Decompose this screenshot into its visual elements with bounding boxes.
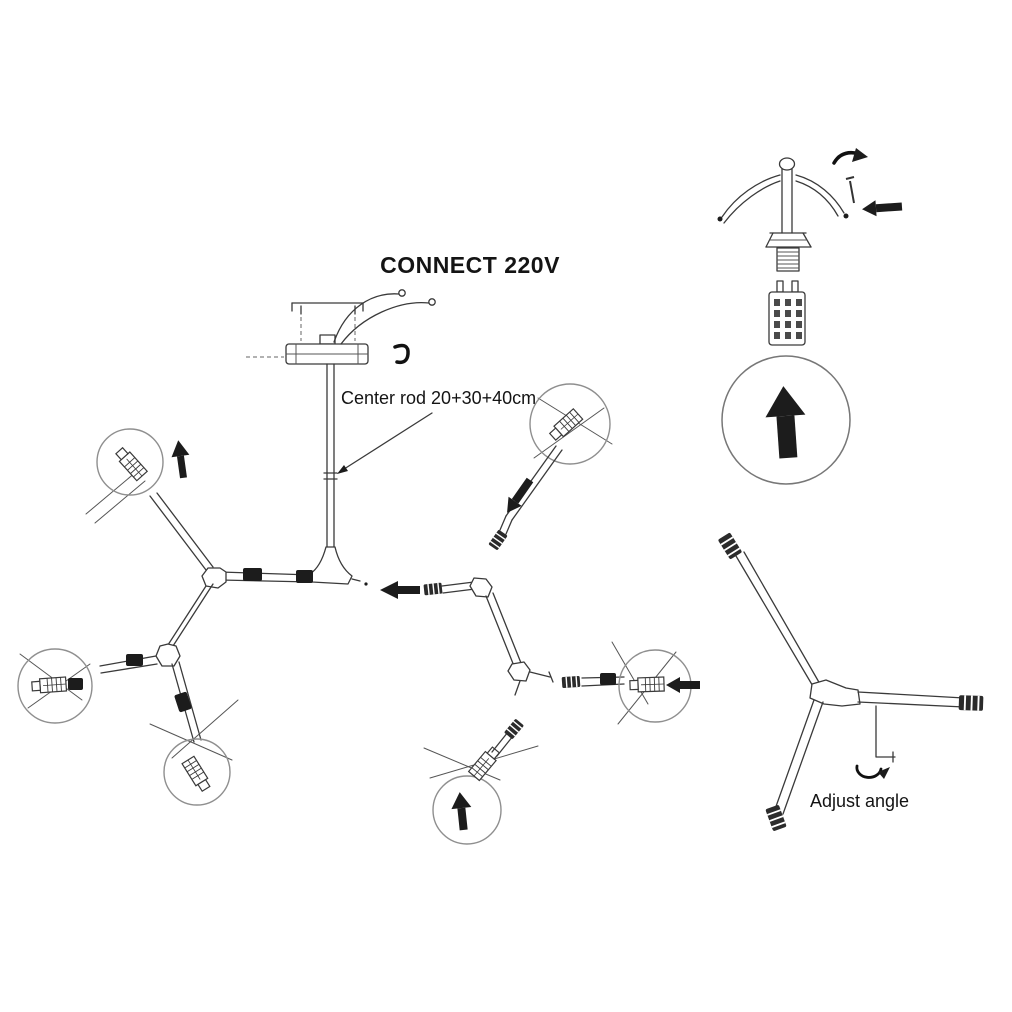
up-arrow-icon — [451, 792, 472, 831]
bulb-socket — [30, 676, 68, 694]
lower-knuckle — [155, 643, 181, 667]
bulb-detail-circle — [163, 738, 231, 806]
bottom-bulb-detail — [423, 717, 539, 845]
insert-arrow-icon — [507, 477, 534, 513]
adjust-angle-label: Adjust angle — [810, 791, 909, 811]
bulb-detail-circle — [529, 383, 611, 465]
magnified-up-arrow — [721, 355, 851, 485]
ceiling-canopy — [246, 289, 436, 365]
canopy-detail — [717, 148, 903, 272]
bulb-socket — [468, 744, 502, 782]
connector-sleeve — [296, 570, 313, 583]
terminal-grid — [774, 299, 802, 339]
center-rod-label-text: Center rod 20+30+40cm — [341, 388, 536, 408]
bulb-detail-circle — [17, 648, 93, 724]
bulb-socket — [629, 676, 665, 693]
pointer-arrowhead — [337, 465, 348, 474]
bulb-detail-circle — [96, 428, 164, 496]
power-wires — [333, 289, 436, 345]
branch-arm-detail: Adjust angle — [716, 531, 985, 833]
rod-tip — [716, 531, 744, 561]
rod-tip — [764, 803, 788, 833]
rotate-arrow-icon — [855, 764, 890, 779]
up-arrow-icon — [765, 386, 806, 459]
connector-sleeve — [126, 654, 143, 666]
center-junction — [309, 546, 368, 586]
connector-sleeve — [600, 673, 616, 685]
rod-tip — [957, 694, 985, 712]
upper-right-bulb-detail — [487, 383, 613, 552]
bulb-detail-circle — [432, 775, 502, 845]
screw — [845, 176, 855, 204]
y-knuckle — [469, 577, 493, 598]
left-arrow-icon — [666, 677, 700, 693]
bulb-socket — [547, 408, 584, 443]
bulb-socket — [113, 445, 148, 482]
rod-tip — [503, 717, 525, 741]
rod-tip — [560, 675, 582, 689]
page-title: CONNECT 220V — [380, 252, 560, 278]
left-main-arm — [201, 567, 313, 589]
center-rod — [323, 363, 338, 548]
branch-knuckle — [809, 679, 861, 707]
left-arrow-icon — [862, 200, 903, 217]
bulb-socket — [181, 755, 213, 794]
connector-sleeve — [243, 568, 262, 581]
small-fork — [507, 661, 531, 682]
rod-tip — [422, 581, 444, 597]
adjust-tool — [875, 705, 896, 763]
upper-left-branch — [85, 428, 214, 571]
lower-left-branch — [17, 583, 239, 806]
right-bulb-detail — [560, 641, 700, 725]
terminal-block — [768, 280, 806, 346]
threaded-tube — [776, 247, 800, 272]
center-y-piece — [422, 577, 554, 696]
center-rod-label: Center rod 20+30+40cm — [337, 388, 536, 474]
connector-sleeve — [174, 691, 192, 713]
left-knuckle — [201, 567, 227, 589]
left-arrow-icon — [380, 581, 420, 599]
hook-icon — [393, 343, 410, 365]
connector-sleeve — [68, 678, 83, 690]
flange — [765, 232, 812, 248]
rotate-arrow-icon — [832, 148, 868, 165]
up-arrow-icon — [171, 440, 190, 479]
rod-tip — [487, 528, 509, 552]
